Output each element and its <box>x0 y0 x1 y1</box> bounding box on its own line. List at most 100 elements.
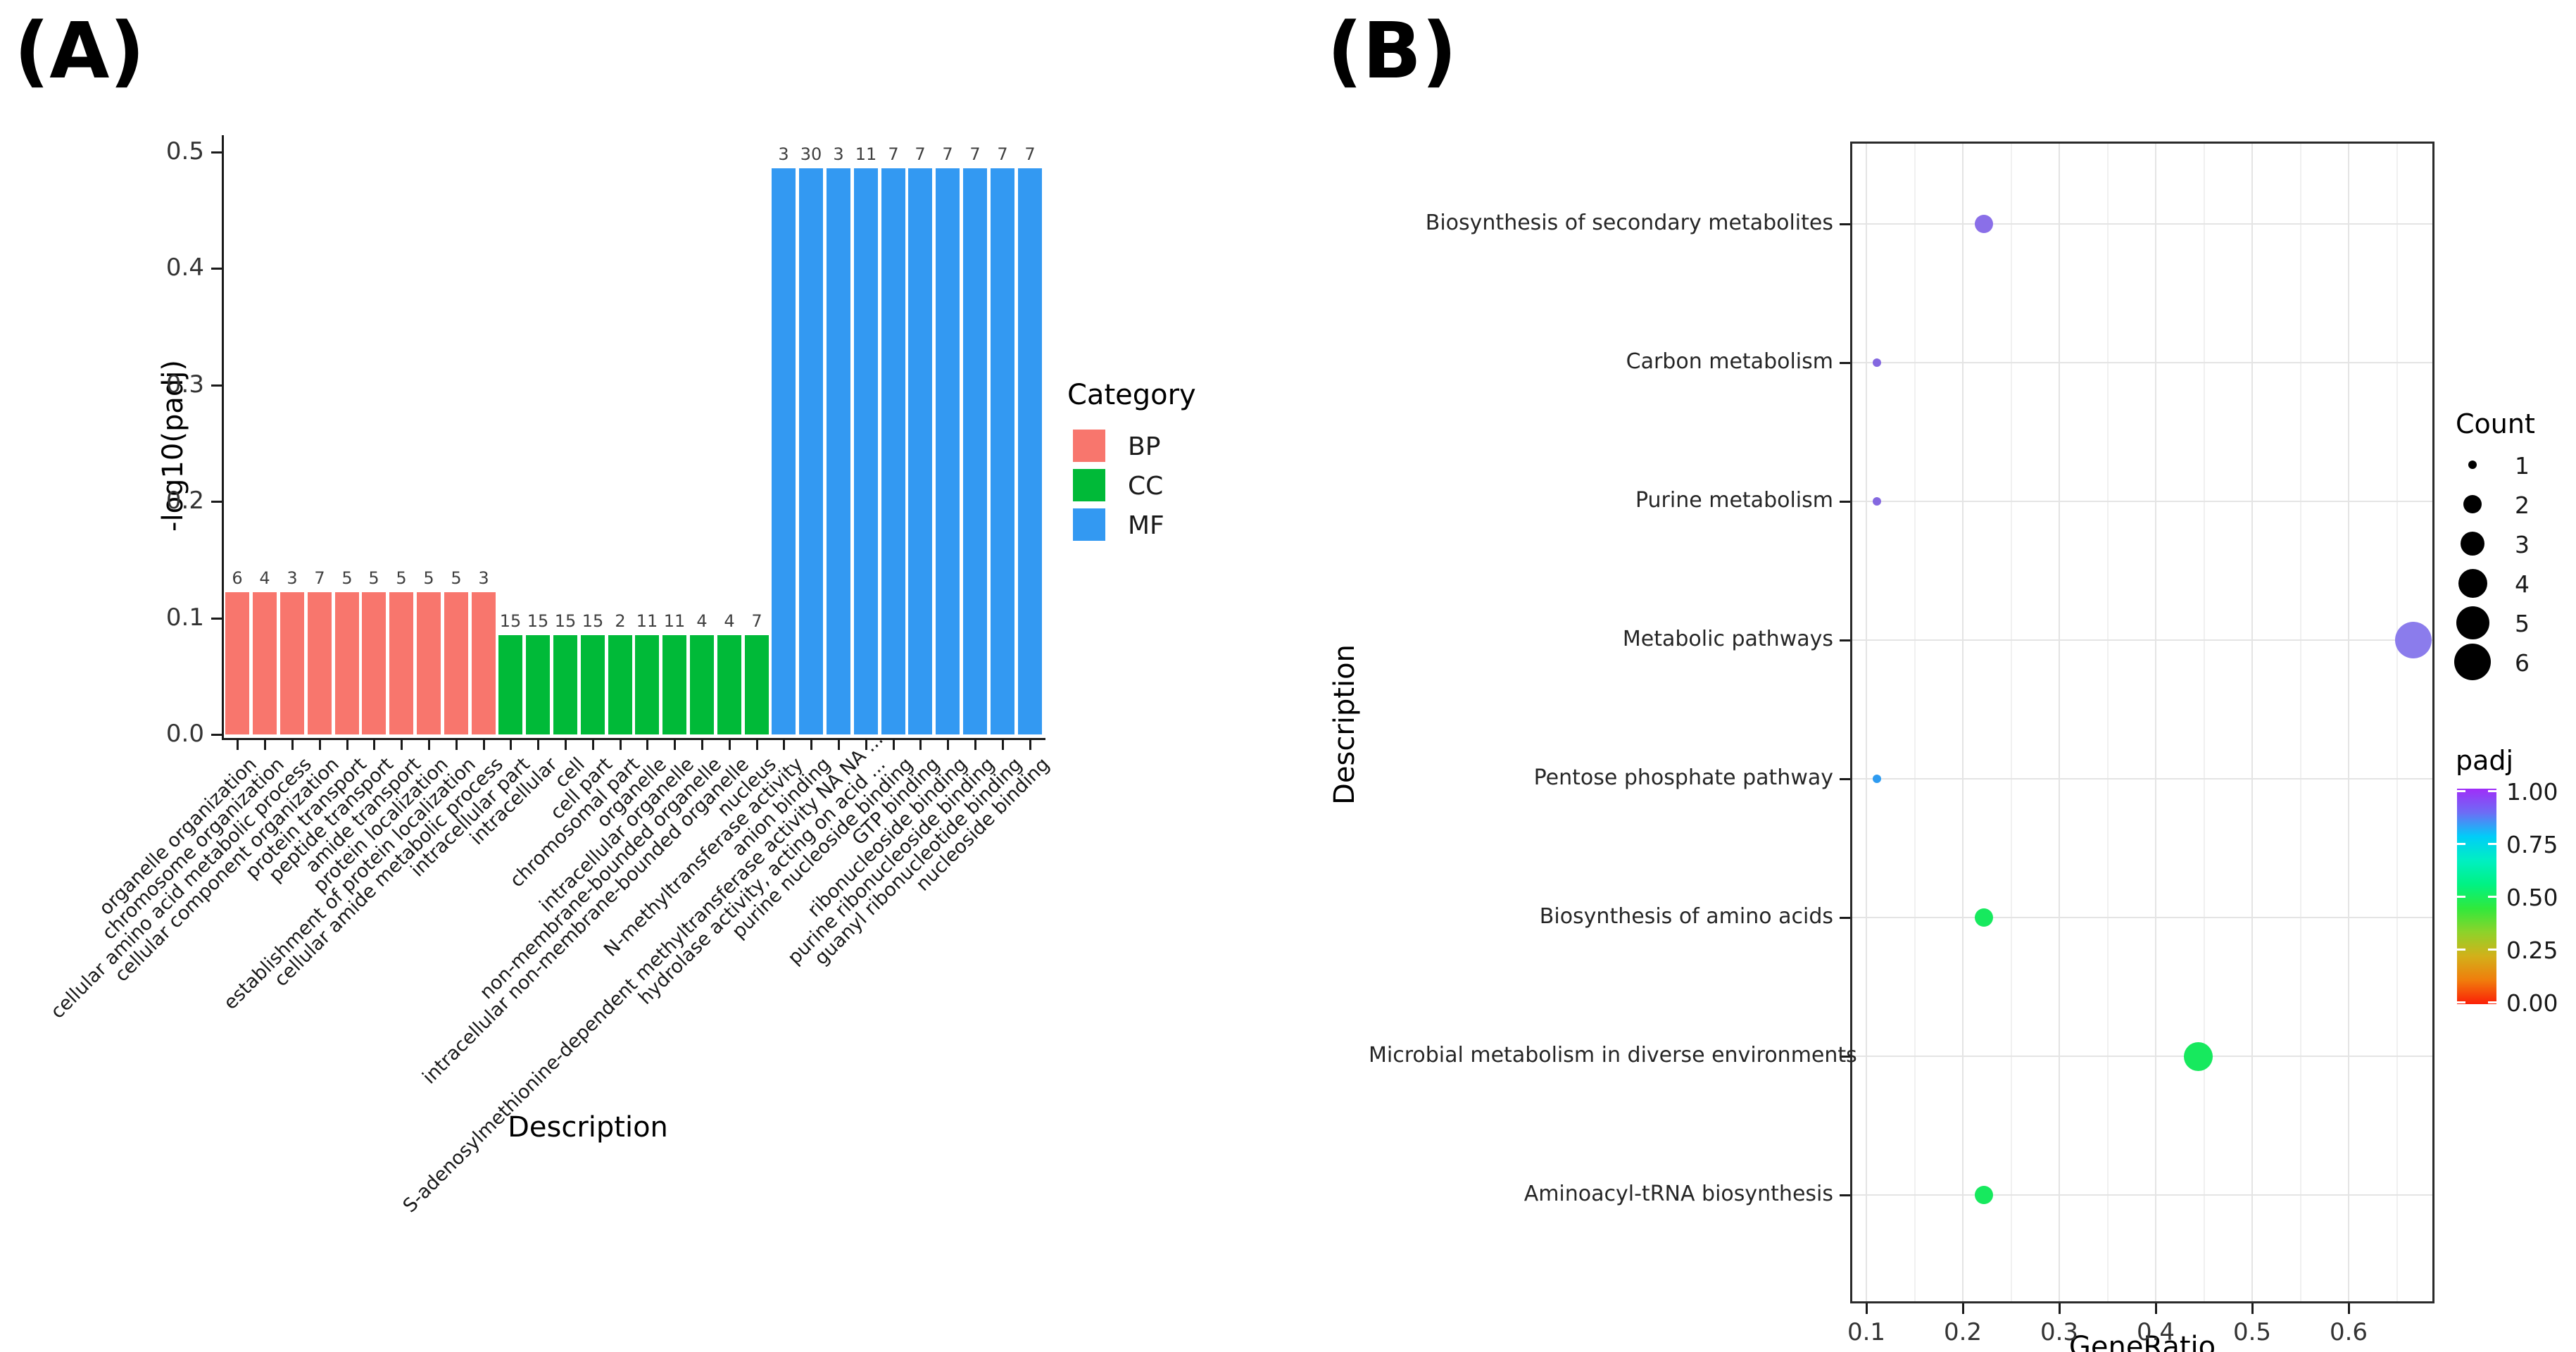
category-legend-title: Category <box>1067 379 1196 411</box>
go-bar-count-label: 4 <box>724 611 735 631</box>
go-bar <box>854 168 878 734</box>
a-x-axis-line <box>222 738 1045 740</box>
pathway-dot <box>1873 358 1881 367</box>
b-y-tick-label: Purine metabolism <box>1635 488 1833 513</box>
panel-b-tag: (B) <box>1327 6 1457 96</box>
category-legend-label: BP <box>1128 432 1161 461</box>
pathway-dot <box>2395 622 2432 658</box>
padj-tick-mark <box>2488 949 2496 951</box>
a-y-axis-line <box>222 135 224 740</box>
go-bar <box>799 168 823 734</box>
count-legend-dot <box>2468 461 2477 469</box>
go-bar-count-label: 7 <box>314 568 325 588</box>
go-bar <box>417 592 441 734</box>
go-bar-count-label: 6 <box>232 568 243 588</box>
go-bar-count-label: 5 <box>423 568 434 588</box>
go-bar <box>362 592 386 734</box>
b-y-tick-label: Biosynthesis of secondary metabolites <box>1425 211 1833 235</box>
count-legend-label: 5 <box>2515 610 2530 637</box>
b-gridline-h <box>1852 362 2432 363</box>
a-x-tick <box>483 740 485 750</box>
a-x-tick <box>291 740 294 750</box>
go-bar <box>608 635 632 734</box>
padj-tick-mark <box>2457 843 2465 845</box>
pathway-dot <box>1873 497 1881 506</box>
b-x-tick-label: 0.1 <box>1847 1318 1886 1346</box>
b-x-tick <box>2251 1303 2254 1314</box>
go-bar <box>581 635 605 734</box>
count-legend-label: 4 <box>2515 570 2530 598</box>
go-bar <box>253 592 277 734</box>
go-bar-count-label: 5 <box>341 568 353 588</box>
padj-tick-mark <box>2488 896 2496 898</box>
a-y-tick-label: 0.0 <box>165 720 204 748</box>
padj-tick-label: 1.00 <box>2506 778 2558 806</box>
go-bar <box>472 592 496 734</box>
a-x-tick <box>592 740 594 750</box>
count-legend-label: 3 <box>2515 531 2530 558</box>
go-bar-count-label: 3 <box>287 568 298 588</box>
go-bar <box>662 635 686 734</box>
a-x-tick <box>646 740 648 750</box>
b-y-tick-label: Metabolic pathways <box>1622 627 1833 651</box>
padj-tick-label: 0.75 <box>2506 831 2558 858</box>
category-legend-swatch <box>1073 508 1105 541</box>
go-bar <box>1018 168 1042 734</box>
go-bar <box>553 635 577 734</box>
a-y-tick <box>211 268 222 270</box>
b-y-tick <box>1840 639 1850 641</box>
a-y-tick-label: 0.2 <box>165 487 204 515</box>
padj-tick-mark <box>2488 843 2496 845</box>
go-bar <box>308 592 332 734</box>
go-bar-count-label: 3 <box>778 144 789 164</box>
go-bar-count-label: 7 <box>915 144 926 164</box>
a-x-tick <box>1002 740 1004 750</box>
b-y-tick-label: Aminoacyl-tRNA biosynthesis <box>1523 1182 1833 1206</box>
a-y-tick-label: 0.4 <box>165 254 204 282</box>
b-gridline-v-minor <box>2300 144 2301 1301</box>
b-y-tick <box>1840 1194 1850 1196</box>
go-bar-count-label: 4 <box>259 568 270 588</box>
pathway-dot <box>1873 775 1881 783</box>
b-gridline-v <box>2251 144 2253 1301</box>
b-y-tick-label: Microbial metabolism in diverse environm… <box>1369 1043 1857 1068</box>
b-y-tick <box>1840 1056 1850 1058</box>
b-gridline-h <box>1852 223 2432 225</box>
a-x-tick <box>838 740 840 750</box>
b-x-tick <box>1866 1303 1868 1314</box>
go-bar <box>717 635 741 734</box>
padj-tick-label: 0.50 <box>2506 884 2558 911</box>
a-x-tick <box>264 740 266 750</box>
a-y-tick-label: 0.3 <box>165 370 204 399</box>
go-bar <box>827 168 850 734</box>
go-bar-count-label: 5 <box>396 568 407 588</box>
go-bar <box>526 635 550 734</box>
go-bar-count-label: 5 <box>451 568 462 588</box>
go-bar <box>908 168 932 734</box>
go-bar-count-label: 15 <box>582 611 604 631</box>
padj-tick-label: 0.00 <box>2506 989 2558 1017</box>
b-gridline-v-minor <box>2011 144 2012 1301</box>
padj-tick-mark <box>2457 949 2465 951</box>
pathway-dot <box>2184 1042 2213 1071</box>
b-y-tick-label: Carbon metabolism <box>1626 349 1833 374</box>
a-x-tick <box>947 740 949 750</box>
count-legend-dot <box>2454 644 2491 680</box>
go-bar-count-label: 3 <box>833 144 844 164</box>
go-bar-count-label: 4 <box>696 611 708 631</box>
b-x-tick-label: 0.6 <box>2329 1318 2368 1346</box>
a-y-tick <box>211 501 222 503</box>
count-legend-dot <box>2456 606 2489 639</box>
pathway-dot <box>1975 215 1993 233</box>
a-x-tick <box>510 740 512 750</box>
padj-tick-mark <box>2457 790 2465 792</box>
padj-tick-mark <box>2457 1001 2465 1003</box>
category-legend-swatch <box>1073 430 1105 462</box>
go-bar-count-label: 7 <box>751 611 762 631</box>
b-x-tick-label: 0.2 <box>1943 1318 1983 1346</box>
go-bar-count-label: 7 <box>969 144 981 164</box>
count-legend-label: 6 <box>2515 649 2530 677</box>
b-gridline-v <box>2348 144 2349 1301</box>
a-x-tick <box>1029 740 1031 750</box>
go-bar <box>690 635 714 734</box>
